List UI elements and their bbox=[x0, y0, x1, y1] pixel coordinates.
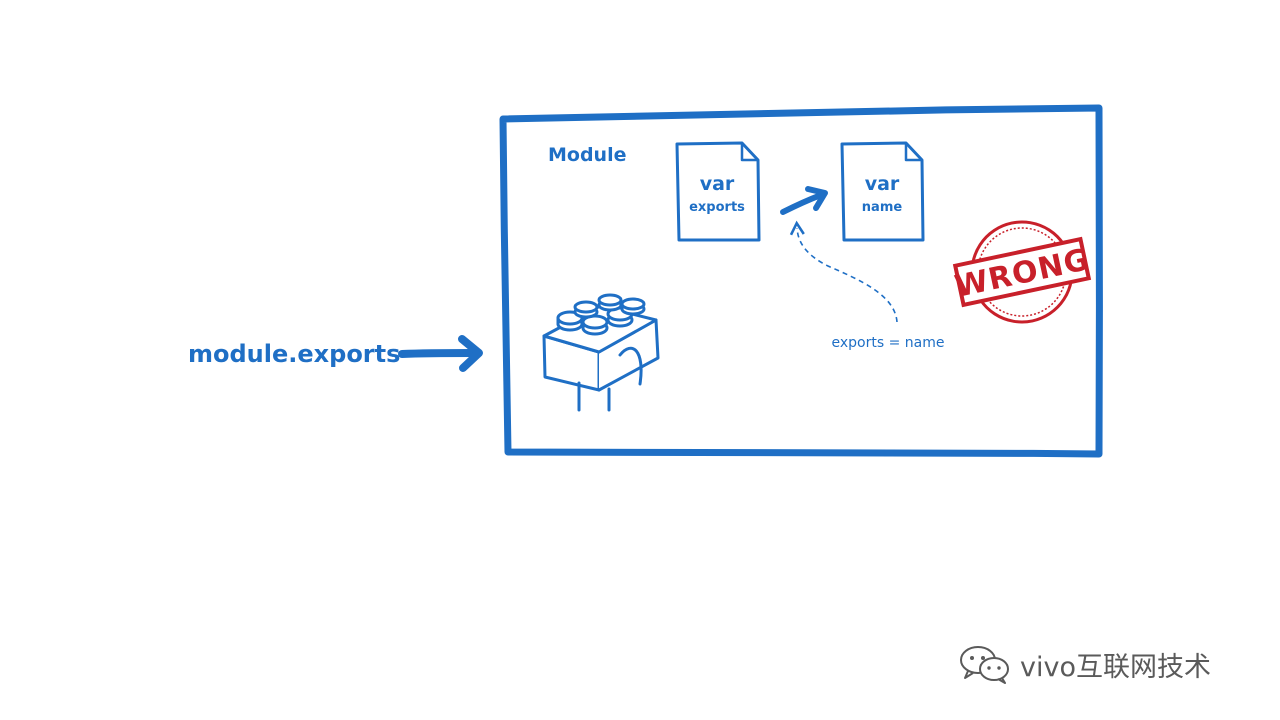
module-box bbox=[499, 104, 1103, 458]
dashed-assignment-arrow bbox=[789, 220, 898, 323]
reference-arrow bbox=[780, 186, 828, 215]
module-exports-label: module.exports bbox=[188, 340, 400, 368]
external-arrow bbox=[398, 335, 483, 372]
lego-brick-icon bbox=[542, 293, 660, 412]
module-title: Module bbox=[548, 144, 627, 166]
assignment-label: exports = name bbox=[832, 335, 945, 351]
file-var-exports: var exports bbox=[675, 141, 761, 242]
file-exports-keyword: var bbox=[700, 173, 735, 195]
watermark-text: vivo互联网技术 bbox=[1020, 651, 1211, 683]
wechat-icon bbox=[960, 646, 1009, 684]
wrong-stamp: WRONG bbox=[952, 220, 1093, 324]
file-var-name: var name bbox=[840, 141, 925, 242]
file-name-keyword: var bbox=[865, 173, 900, 195]
watermark: vivo互联网技术 bbox=[958, 644, 1211, 684]
file-exports-name: exports bbox=[689, 200, 745, 215]
file-name-name: name bbox=[862, 200, 903, 215]
